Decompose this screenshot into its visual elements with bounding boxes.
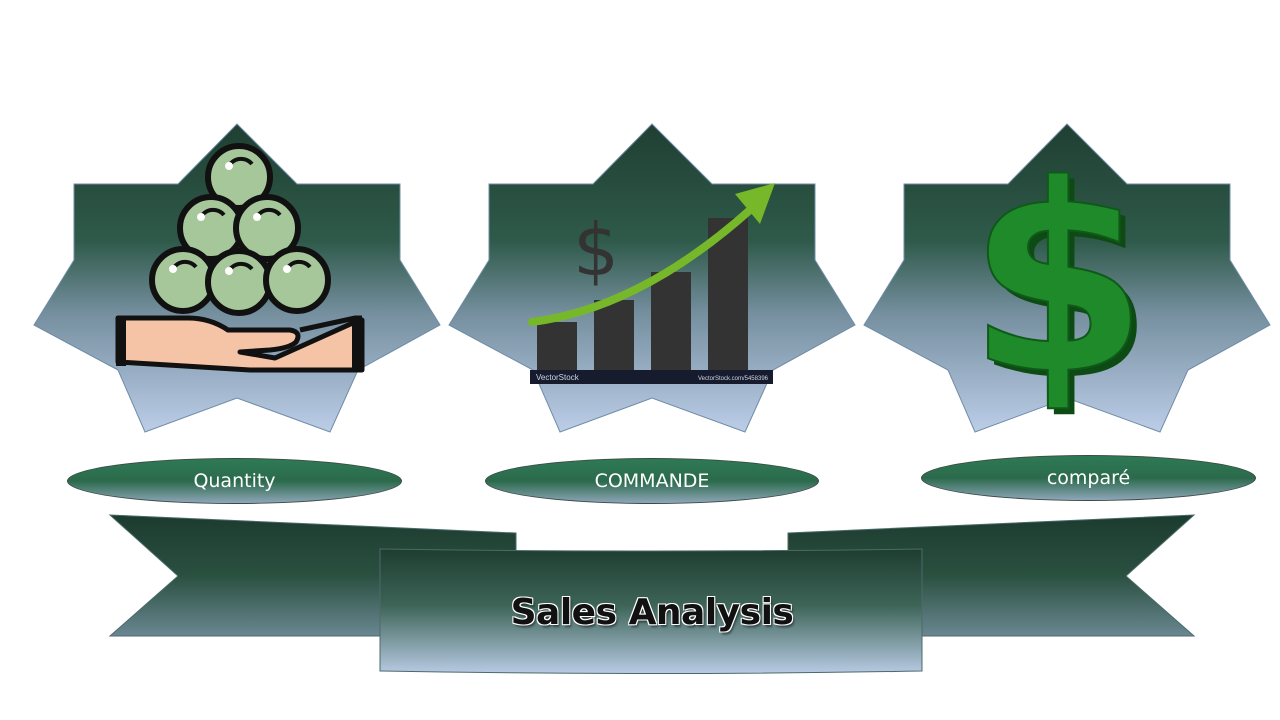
label-pill-commande: COMMANDE bbox=[485, 458, 819, 504]
sales-ribbon bbox=[108, 514, 1196, 674]
chart-bar bbox=[651, 272, 691, 370]
chart-bar bbox=[594, 300, 634, 370]
label-compare: comparé bbox=[1046, 467, 1131, 489]
coins-in-hand-icon bbox=[115, 143, 365, 373]
watermark-brand: VectorStock bbox=[536, 373, 580, 382]
label-pill-compare: comparé bbox=[921, 455, 1256, 501]
star-badge-compare bbox=[863, 123, 1271, 433]
label-quantity: Quantity bbox=[193, 470, 276, 492]
label-commande: COMMANDE bbox=[594, 470, 710, 492]
watermark-bar bbox=[530, 370, 773, 384]
chart-bar bbox=[537, 322, 577, 370]
arrow-head-icon bbox=[735, 183, 775, 224]
dollar-sign-icon: $ $ bbox=[967, 129, 1155, 438]
svg-text:$: $ bbox=[974, 136, 1155, 438]
growth-chart-icon: $ VectorStock VectorStock.com/5458396 bbox=[528, 183, 775, 384]
watermark-code: VectorStock.com/5458396 bbox=[698, 376, 769, 382]
small-dollar-glyph: $ bbox=[573, 208, 619, 292]
label-pill-quantity: Quantity bbox=[67, 458, 402, 504]
svg-text:$: $ bbox=[968, 130, 1149, 432]
trend-arrow-line bbox=[528, 206, 754, 326]
banner-title: Sales Analysis bbox=[510, 591, 794, 633]
